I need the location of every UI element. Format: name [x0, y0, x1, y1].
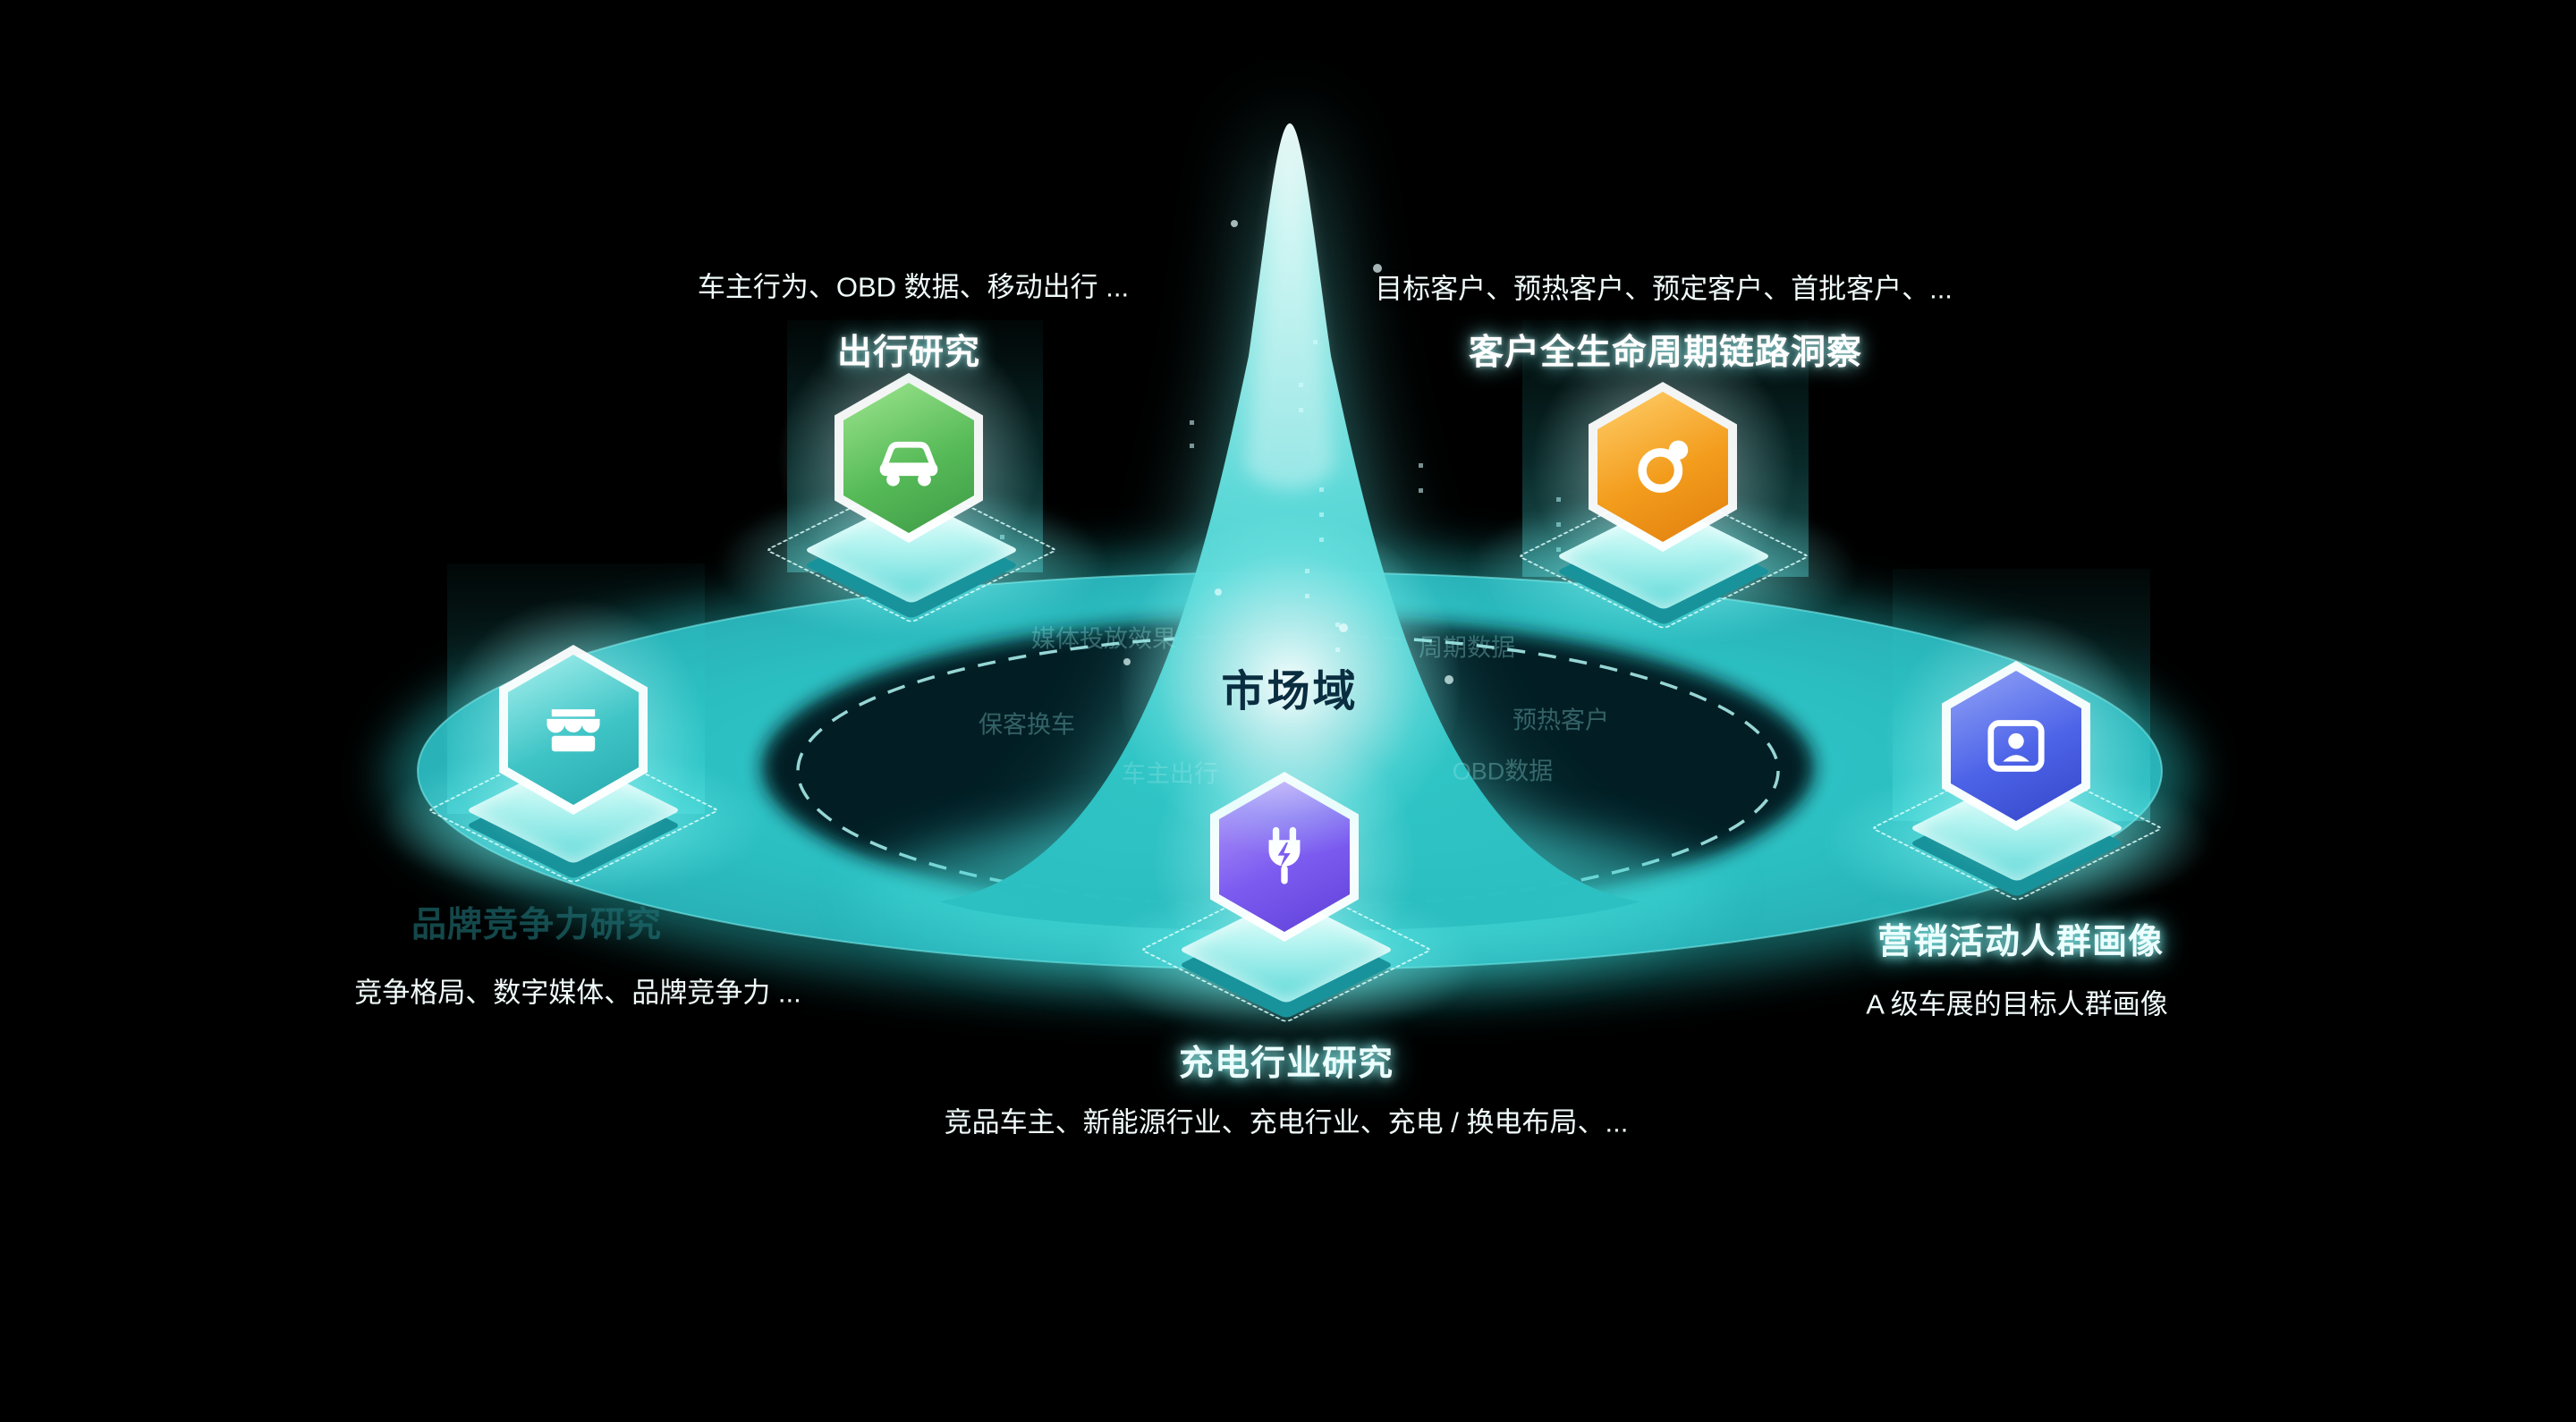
node-subtitle-brand: 竞争格局、数字媒体、品牌竞争力 ... [354, 977, 801, 1009]
node-title-travel: 出行研究 [836, 334, 981, 372]
hex-face [1597, 392, 1728, 542]
ghost-label: 保客换车 [979, 711, 1075, 739]
node-subtitle-lifecycle: 目标客户、预热客户、预定客户、首批客户、... [1375, 273, 1953, 305]
orbit-icon [1624, 428, 1701, 505]
center-label: 市场域 [1221, 668, 1359, 715]
node-title-brand: 品牌竞争力研究 [411, 906, 663, 944]
node-subtitle-audience: A 级车展的目标人群画像 [1866, 988, 2168, 1020]
node-title-charging: 充电行业研究 [1178, 1045, 1394, 1083]
idcard-icon [1978, 707, 2055, 784]
ghost-label: OBD数据 [1452, 758, 1554, 785]
node-subtitle-travel: 车主行为、OBD 数据、移动出行 ... [697, 271, 1130, 303]
ghost-label: 预热客户 [1513, 707, 1609, 734]
node-subtitle-charging: 竞品车主、新能源行业、充电行业、充电 / 换电布局、... [944, 1106, 1629, 1138]
node-title-lifecycle: 客户全生命周期链路洞察 [1468, 334, 1863, 372]
store-icon [535, 691, 612, 768]
car-icon [870, 419, 947, 496]
node-title-audience: 营销活动人群画像 [1877, 923, 2165, 961]
center-glow [1120, 515, 1460, 855]
